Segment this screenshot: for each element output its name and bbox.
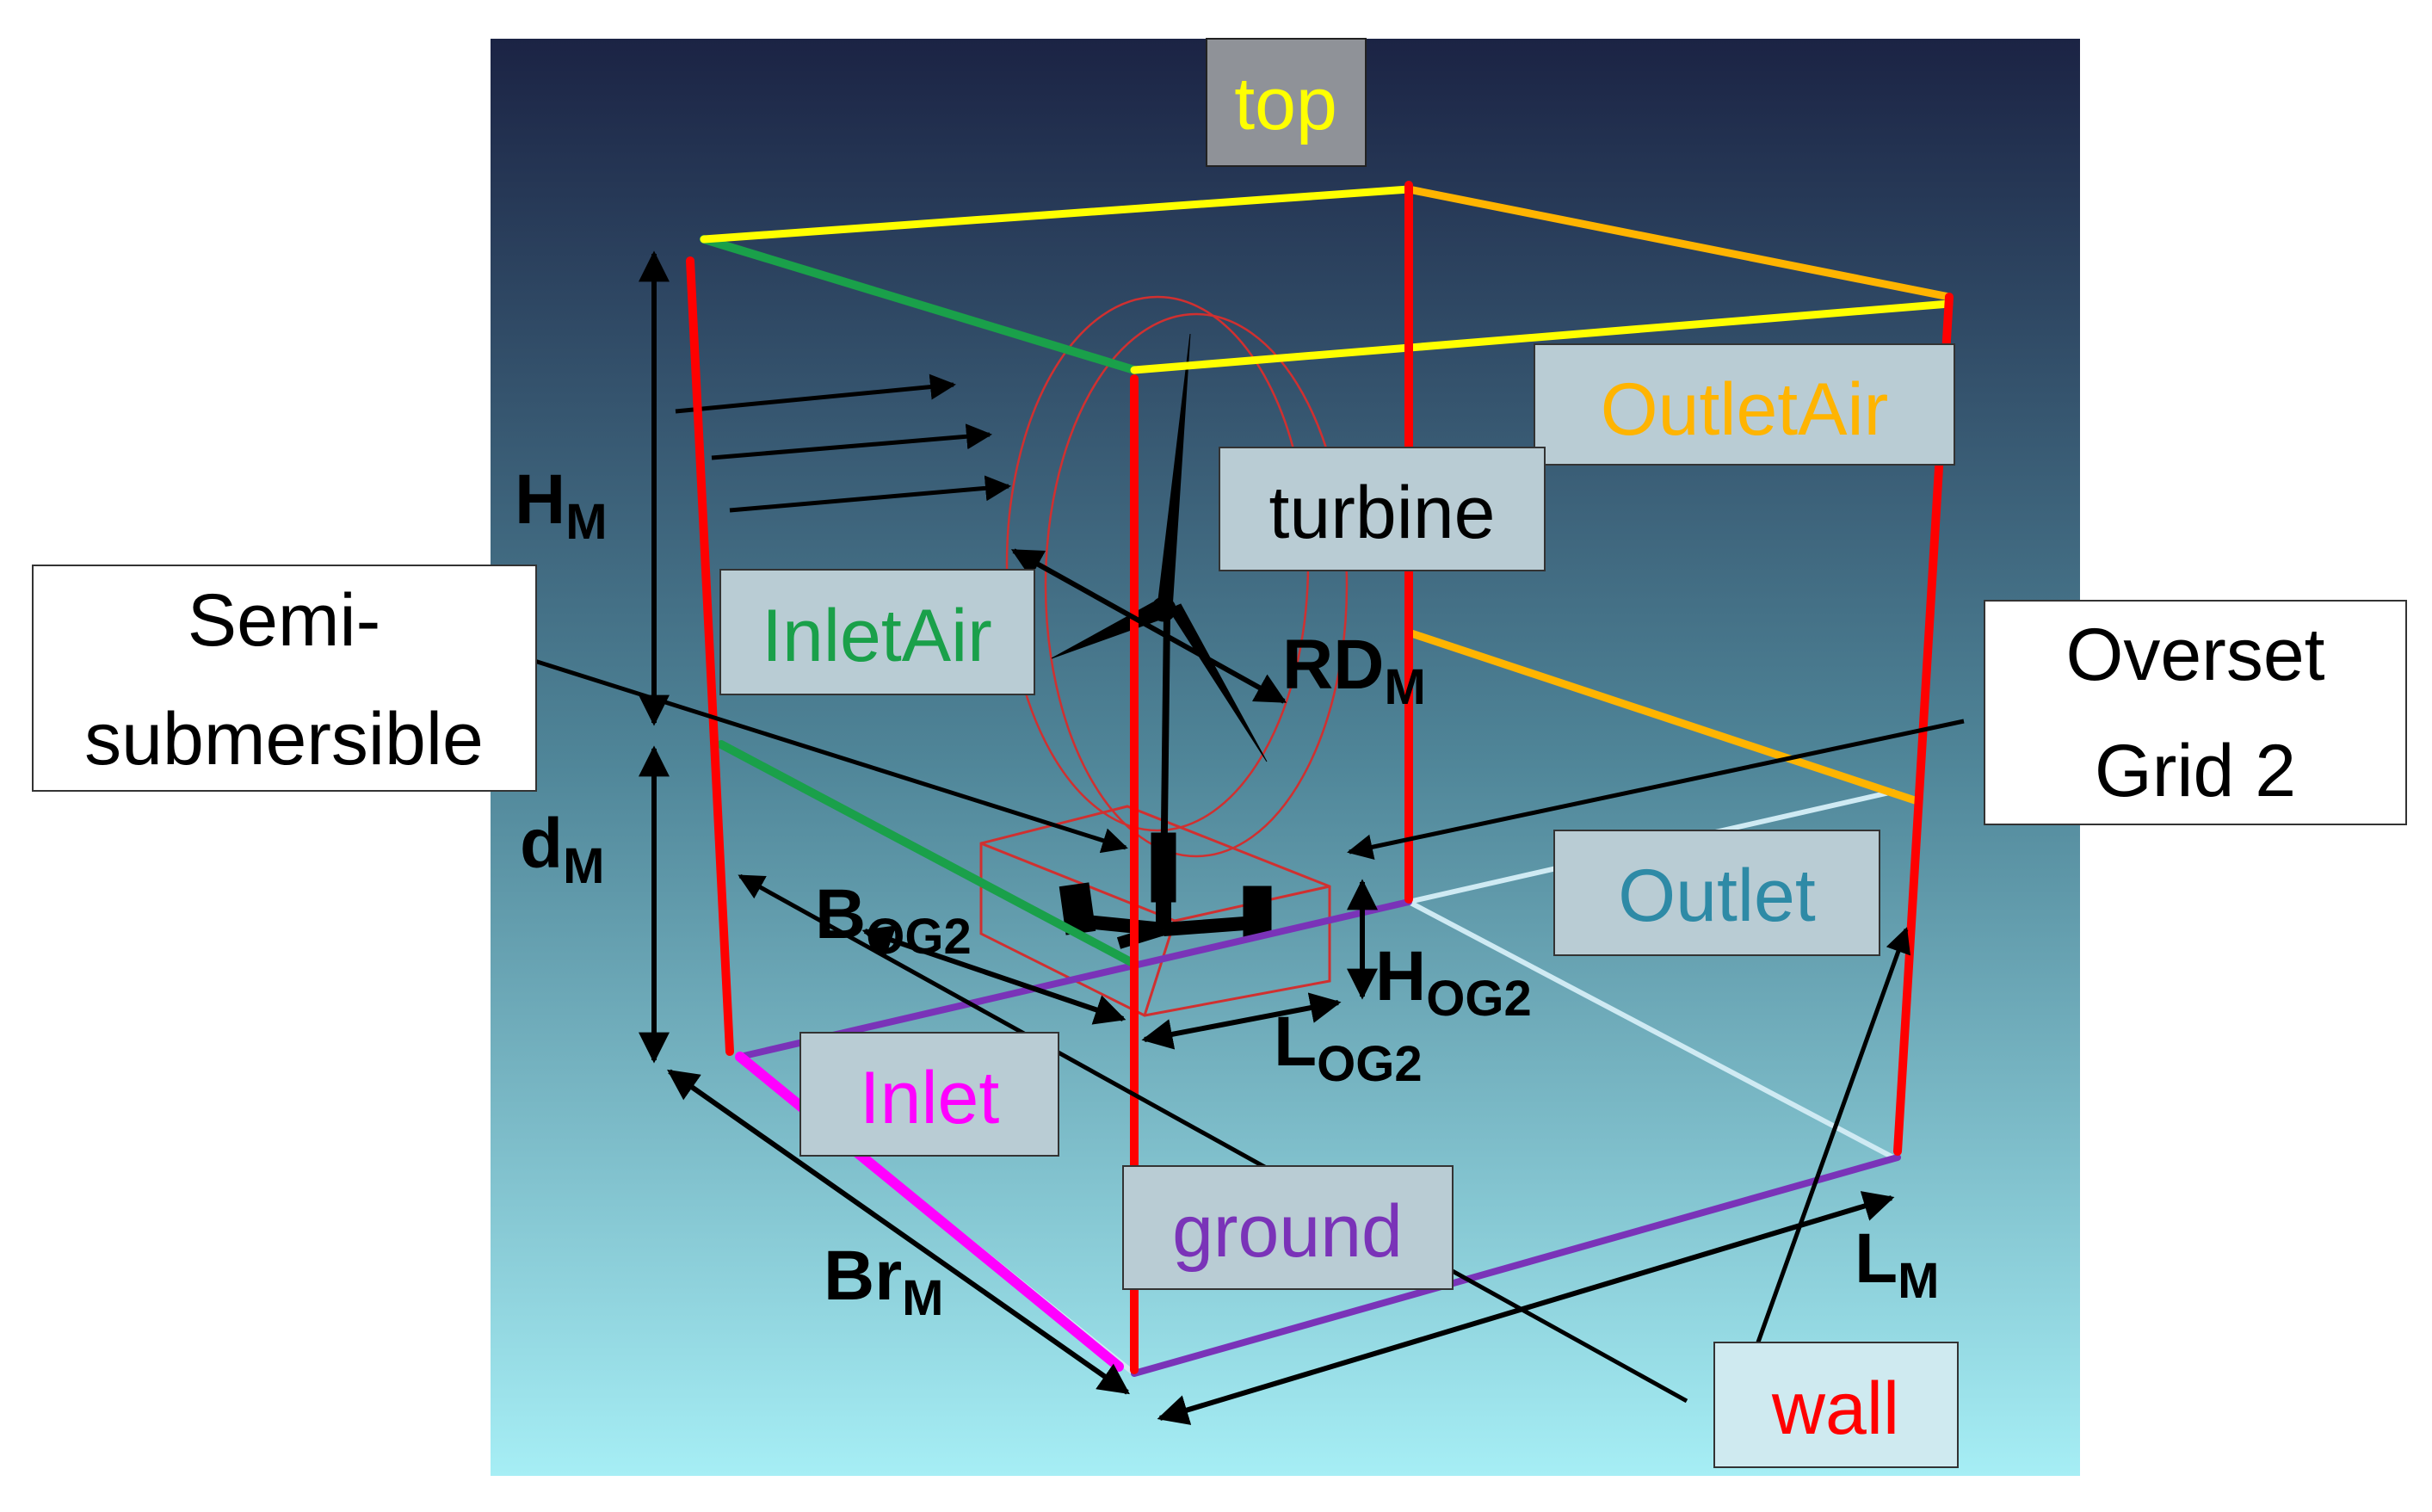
dim-br-m: BrM — [824, 1237, 943, 1326]
label-inlet-air: InletAir — [719, 569, 1035, 695]
callout-overset-line1: Overset — [2065, 614, 2324, 696]
dimension-arrows — [639, 250, 1895, 1425]
callout-overset-grid: Overset Grid 2 — [1984, 600, 2407, 825]
dim-d-m: dM — [520, 805, 604, 894]
label-outlet: Outlet — [1553, 830, 1880, 956]
dim-h-m: HM — [515, 460, 608, 550]
label-top: top — [1206, 38, 1367, 167]
label-inlet-text: Inlet — [860, 1057, 1000, 1139]
label-inlet: Inlet — [799, 1032, 1059, 1157]
label-wall-text: wall — [1771, 1367, 1899, 1450]
dim-h-og2: HOG2 — [1375, 937, 1532, 1027]
label-ground-text: ground — [1172, 1190, 1403, 1273]
callout-semi-line1: Semi- — [188, 579, 381, 662]
callout-semi-submersible: Semi- submersible — [32, 565, 537, 792]
label-wall: wall — [1713, 1342, 1959, 1468]
label-top-text: top — [1234, 63, 1337, 145]
label-ground: ground — [1122, 1165, 1454, 1290]
label-turbine: turbine — [1219, 447, 1546, 571]
wind-arrows — [675, 373, 1011, 513]
label-outlet-text: Outlet — [1618, 855, 1816, 937]
callout-overset-line2: Grid 2 — [2095, 730, 2296, 812]
dim-l-og2: LOG2 — [1274, 1003, 1423, 1092]
dim-rd-m: RDM — [1282, 626, 1426, 715]
label-outlet-air: OutletAir — [1534, 343, 1955, 466]
label-inlet-air-text: InletAir — [762, 595, 992, 677]
label-turbine-text: turbine — [1269, 472, 1496, 554]
label-outlet-air-text: OutletAir — [1601, 368, 1889, 451]
callout-semi-line2: submersible — [84, 698, 484, 781]
dim-b-og2: BOG2 — [815, 875, 972, 965]
dim-l-m: LM — [1855, 1219, 1939, 1309]
